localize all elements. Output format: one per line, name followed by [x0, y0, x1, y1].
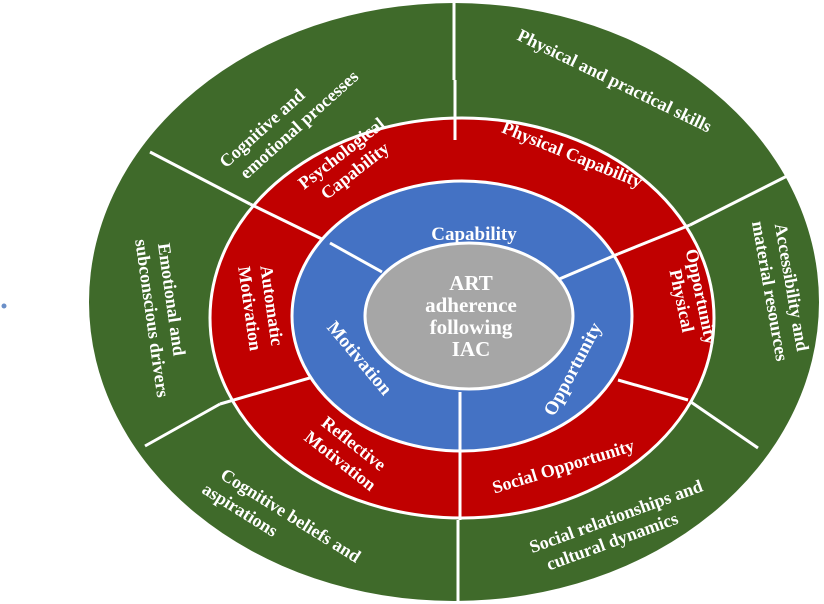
outer-divider-upper-left [149, 150, 251, 206]
outer-divider-lower-right [687, 398, 759, 450]
middle-divider-upper-left [249, 202, 331, 245]
center-ellipse [363, 241, 575, 391]
center-label-line-4: IAC [452, 337, 491, 361]
component-capability: Capability [431, 224, 517, 245]
middle-divider-upper-right [617, 223, 691, 256]
outer-divider-lower-left [144, 402, 221, 448]
center-label-line-1: ART [449, 271, 493, 295]
middle-divider-lower-right [617, 378, 689, 402]
stray-dot [1, 303, 7, 309]
middle-divider-lower-left [219, 373, 321, 406]
inner-divider-capability-opportunity [556, 252, 619, 282]
outer-divider-upper-right [689, 170, 796, 227]
inner-divider-capability-motivation [329, 241, 383, 274]
center-label-line-2: adherence [425, 293, 517, 317]
center-label-line-3: following [430, 315, 513, 339]
